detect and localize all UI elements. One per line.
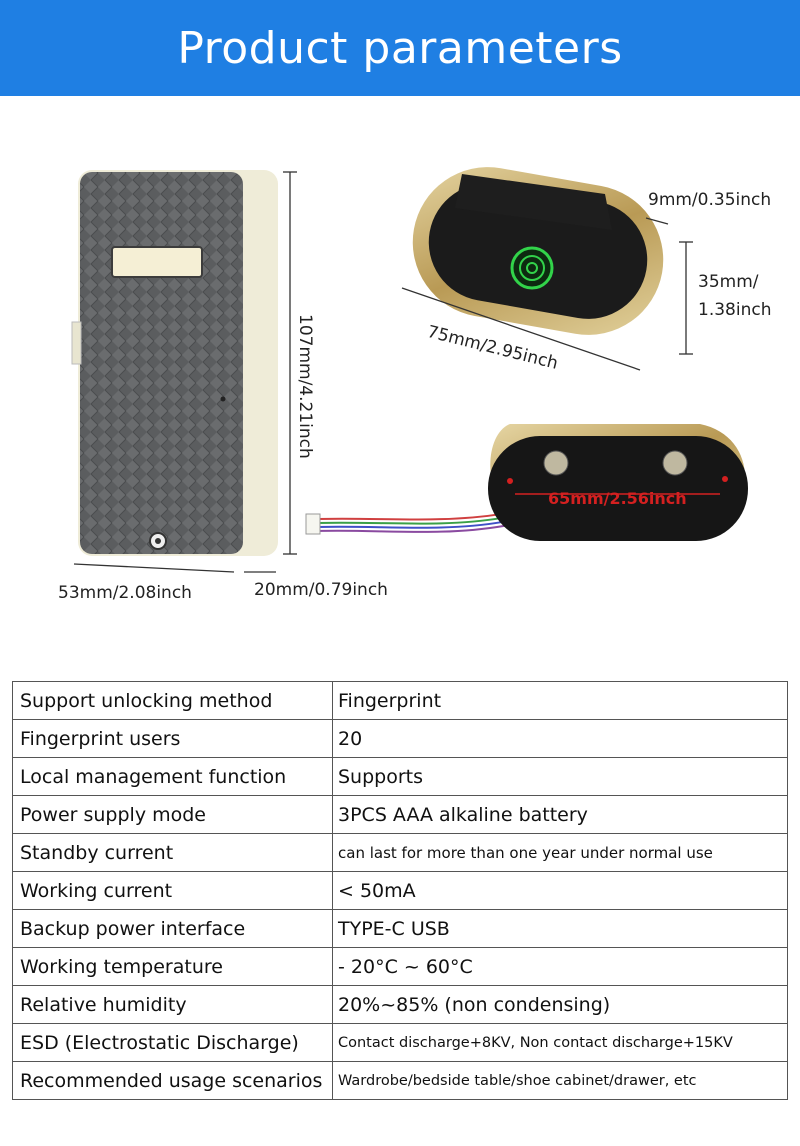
table-row: Fingerprint users 20 (12, 719, 788, 758)
spec-label: Fingerprint users (12, 719, 333, 758)
table-row: Power supply mode 3PCS AAA alkaline batt… (12, 795, 788, 834)
fingerprint-reader (412, 167, 664, 335)
spec-label: Backup power interface (12, 909, 333, 948)
spec-label: Relative humidity (12, 985, 333, 1024)
spec-label: Local management function (12, 757, 333, 796)
lock-width-label: 53mm/2.08inch (58, 583, 192, 603)
spec-value: Fingerprint (332, 681, 788, 720)
spec-value: can last for more than one year under no… (332, 833, 788, 872)
spec-value: < 50mA (332, 871, 788, 910)
spec-value: Supports (332, 757, 788, 796)
spec-value: 20%~85% (non condensing) (332, 985, 788, 1024)
spec-label: Working current (12, 871, 333, 910)
reader-thickness-label: 9mm/0.35inch (648, 190, 772, 210)
spec-label: Standby current (12, 833, 333, 872)
reader-height-label-2: 1.38inch (698, 300, 772, 320)
lock-height-label: 107mm/4.21inch (295, 314, 315, 459)
reader-height-label-1: 35mm/ (698, 272, 759, 292)
product-illustration: 107mm/4.21inch 53mm/2.08inch 20mm/0.79in… (0, 96, 800, 666)
table-row: Backup power interface TYPE-C USB (12, 909, 788, 948)
spec-value: 20 (332, 719, 788, 758)
table-row: Recommended usage scenarios Wardrobe/bed… (12, 1061, 788, 1100)
table-row: Relative humidity 20%~85% (non condensin… (12, 985, 788, 1024)
spec-value: Contact discharge+8KV, Non contact disch… (332, 1023, 788, 1062)
lock-body (71, 170, 278, 556)
spec-label: Recommended usage scenarios (12, 1061, 333, 1100)
lock-depth-label: 20mm/0.79inch (254, 580, 388, 600)
spec-value: Wardrobe/bedside table/shoe cabinet/draw… (332, 1061, 788, 1100)
spec-label: Support unlocking method (12, 681, 333, 720)
reader-back (488, 424, 748, 541)
product-drawing (71, 167, 748, 573)
header-banner: Product parameters (0, 0, 800, 96)
spec-label: Power supply mode (12, 795, 333, 834)
spec-value: 3PCS AAA alkaline battery (332, 795, 788, 834)
spec-label: ESD (Electrostatic Discharge) (12, 1023, 333, 1062)
page-title: Product parameters (177, 22, 623, 74)
table-row: Local management function Supports (12, 757, 788, 796)
table-row: Support unlocking method Fingerprint (12, 681, 788, 720)
table-row: Working temperature - 20°C ~ 60°C (12, 947, 788, 986)
table-row: Standby current can last for more than o… (12, 833, 788, 872)
table-row: ESD (Electrostatic Discharge) Contact di… (12, 1023, 788, 1062)
spec-label: Working temperature (12, 947, 333, 986)
hole-spacing-label: 65mm/2.56inch (548, 489, 687, 508)
table-row: Working current < 50mA (12, 871, 788, 910)
spec-value: TYPE-C USB (332, 909, 788, 948)
spec-value: - 20°C ~ 60°C (332, 947, 788, 986)
spec-table: Support unlocking method Fingerprint Fin… (12, 681, 788, 1100)
